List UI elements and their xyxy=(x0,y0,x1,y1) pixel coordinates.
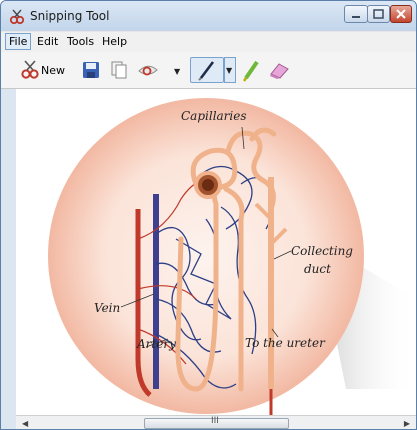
send-snip-icon[interactable] xyxy=(137,60,159,80)
label-artery: Artery xyxy=(137,337,176,351)
scroll-left-icon[interactable]: ◀ xyxy=(22,419,28,428)
title-bar[interactable]: Snipping Tool xyxy=(1,1,416,31)
label-collecting: Collecting xyxy=(291,244,353,258)
copy-icon[interactable] xyxy=(109,60,129,80)
label-duct: duct xyxy=(304,262,331,276)
nephron-diagram xyxy=(16,89,416,415)
maximize-button[interactable] xyxy=(367,5,390,23)
scissors-icon xyxy=(9,9,25,25)
scrollbar-thumb[interactable]: III xyxy=(144,418,289,429)
minimize-button[interactable] xyxy=(344,5,368,23)
pen-dropdown-button[interactable]: ▼ xyxy=(224,57,236,83)
horizontal-scrollbar[interactable]: ◀ III ▶ xyxy=(16,415,416,430)
menu-file[interactable]: File xyxy=(5,33,31,50)
window-title: Snipping Tool xyxy=(30,9,109,23)
snip-canvas: Capillaries Collecting duct Vein Artery … xyxy=(16,89,416,415)
glomerulus-core xyxy=(202,179,214,191)
maximize-icon xyxy=(368,6,389,22)
scroll-right-icon[interactable]: ▶ xyxy=(404,419,410,428)
close-icon xyxy=(391,6,411,22)
minimize-icon xyxy=(345,6,367,22)
label-ureter: To the ureter xyxy=(245,336,325,350)
left-panel-edge xyxy=(1,89,16,430)
pen-icon xyxy=(191,58,223,82)
pen-button[interactable] xyxy=(190,57,224,83)
label-vein: Vein xyxy=(94,301,120,315)
chevron-down-icon: ▼ xyxy=(226,66,232,75)
send-dropdown-arrow-icon[interactable]: ▼ xyxy=(174,67,180,76)
label-capillaries: Capillaries xyxy=(181,109,247,123)
menu-bar: File Edit Tools Help xyxy=(1,31,416,52)
menu-edit[interactable]: Edit xyxy=(37,35,58,48)
eraser-icon[interactable] xyxy=(267,60,291,80)
close-button[interactable] xyxy=(390,5,412,23)
menu-help[interactable]: Help xyxy=(102,35,127,48)
new-snip-button[interactable]: New xyxy=(41,64,65,77)
highlighter-icon[interactable] xyxy=(240,58,262,82)
new-snip-icon[interactable] xyxy=(20,60,40,80)
toolbar: New ▼ ▼ xyxy=(1,52,416,89)
save-icon[interactable] xyxy=(81,60,101,80)
menu-tools[interactable]: Tools xyxy=(67,35,94,48)
grip-icon: III xyxy=(211,416,219,426)
